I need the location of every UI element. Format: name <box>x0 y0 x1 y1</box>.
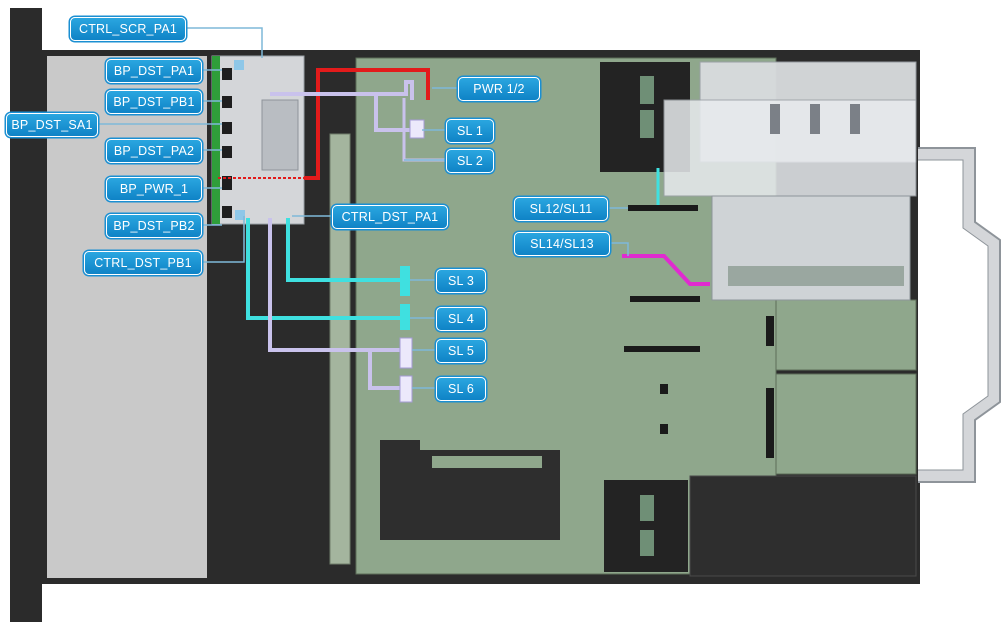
label-bp-dst-pa1: BP_DST_PA1 <box>106 59 202 83</box>
psu-bay <box>689 475 917 577</box>
cable-sl5 <box>268 218 404 352</box>
chassis-rail <box>10 8 42 622</box>
backplane-connector-strip <box>212 56 220 224</box>
cable-sl4 <box>246 218 404 320</box>
cable-sl14-sl13 <box>622 254 710 286</box>
label-ctrl-scr-pa1: CTRL_SCR_PA1 <box>70 17 186 41</box>
backplane-heatsink <box>261 99 299 171</box>
label-sl1: SL 1 <box>446 119 494 143</box>
label-sl14-sl13: SL14/SL13 <box>514 232 610 256</box>
label-sl6: SL 6 <box>436 377 486 401</box>
cable-sl1-sl2 <box>270 80 414 100</box>
label-bp-dst-pb1: BP_DST_PB1 <box>106 90 202 114</box>
chipset-block <box>380 440 560 540</box>
label-bp-pwr-1: BP_PWR_1 <box>106 177 202 201</box>
backplane-fan <box>234 60 244 70</box>
label-bp-dst-pb2: BP_DST_PB2 <box>106 214 202 238</box>
label-bp-dst-sa1: BP_DST_SA1 <box>6 113 98 137</box>
cable-sl3 <box>286 218 404 282</box>
label-sl5: SL 5 <box>436 339 486 363</box>
label-sl4: SL 4 <box>436 307 486 331</box>
label-sl12-sl11: SL12/SL11 <box>514 197 608 221</box>
label-pwr-1-2: PWR 1/2 <box>458 77 540 101</box>
dimm-block-bottom <box>604 480 688 572</box>
label-ctrl-dst-pb1: CTRL_DST_PB1 <box>84 251 202 275</box>
label-bp-dst-pa2: BP_DST_PA2 <box>106 139 202 163</box>
cable-pwr <box>304 68 430 180</box>
label-sl2: SL 2 <box>446 149 494 173</box>
label-sl3: SL 3 <box>436 269 486 293</box>
label-ctrl-dst-pa1: CTRL_DST_PA1 <box>332 205 448 229</box>
cable-sl6 <box>368 350 404 390</box>
